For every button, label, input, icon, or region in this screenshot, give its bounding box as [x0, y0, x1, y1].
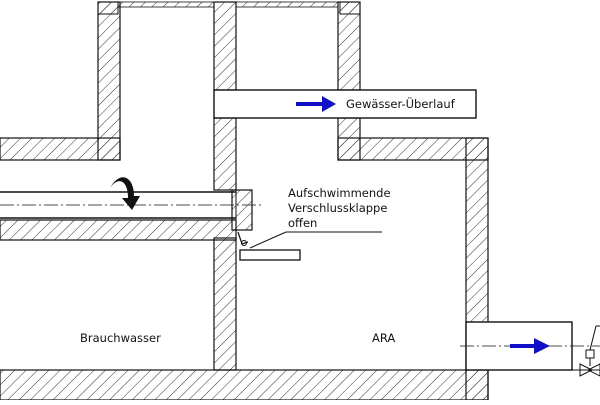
inlet-pipe [0, 177, 262, 219]
tower-left-wall [97, 1, 121, 161]
outlet-arrow [510, 338, 550, 354]
outlet-valve-icon [572, 325, 600, 377]
valve-label-2: Verschlussklappe [288, 201, 387, 215]
overflow-pipe: Gewässer-Überlauf [213, 89, 477, 119]
float-flap [239, 249, 301, 261]
inner-slab [0, 219, 237, 241]
flap-valve: Aufschwimmende Verschlussklappe offen [231, 186, 391, 261]
grille-left [117, 1, 215, 8]
brauchwasser-label: Brauchwasser [80, 331, 161, 345]
tower-right-wall-lower [337, 117, 361, 161]
overflow-label: Gewässer-Überlauf [346, 95, 456, 111]
outlet-pipe [460, 321, 600, 371]
valve-label-3: offen [288, 216, 317, 230]
valve-body [231, 189, 253, 231]
valve-leader-line [249, 231, 287, 249]
tower-right-wall [337, 1, 361, 91]
tower-top-left [97, 1, 119, 15]
shaft-grilles [117, 1, 339, 8]
center-wall-upper [213, 117, 237, 191]
grille-right [235, 1, 339, 8]
ara-label: ARA [372, 331, 395, 345]
center-wall-lower [213, 237, 237, 371]
valve-label-1: Aufschwimmende [288, 186, 391, 200]
bottom-wall [0, 369, 489, 401]
tower-middle-wall [213, 1, 237, 91]
overflow-arrow [296, 96, 336, 112]
inlet-flow-arrow [110, 177, 140, 210]
